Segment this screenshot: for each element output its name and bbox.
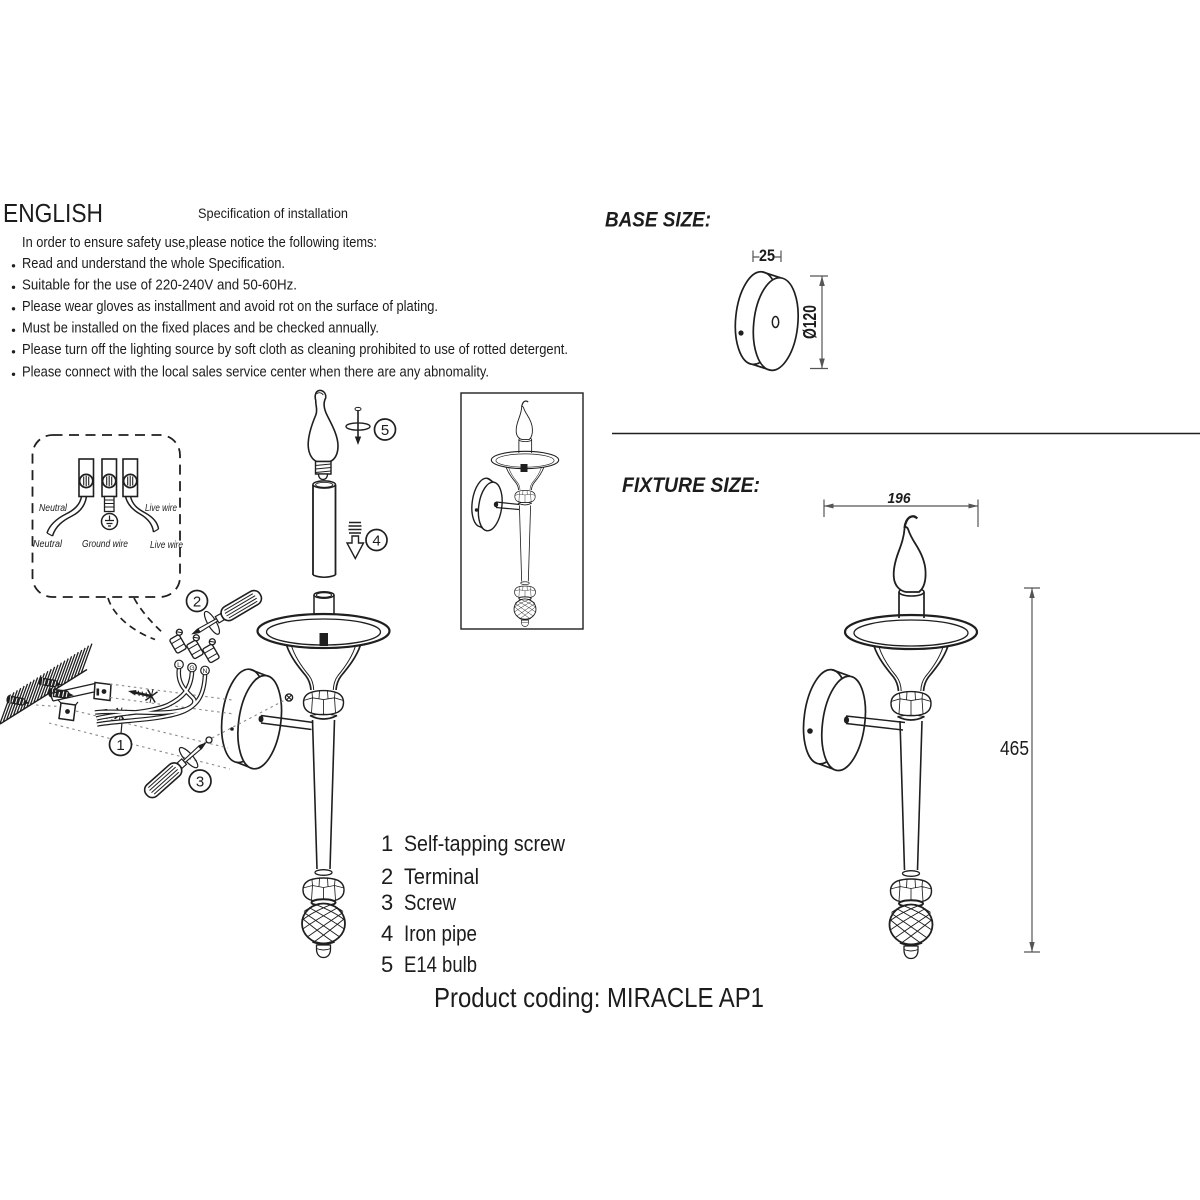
- svg-text:E14 bulb: E14 bulb: [404, 952, 477, 977]
- svg-text:Self-tapping screw: Self-tapping screw: [404, 831, 565, 856]
- svg-text:25: 25: [759, 246, 775, 265]
- svg-text:Terminal: Terminal: [404, 864, 479, 889]
- svg-text:1: 1: [381, 831, 393, 856]
- svg-text:ENGLISH: ENGLISH: [3, 198, 103, 228]
- svg-text:G: G: [189, 665, 194, 672]
- svg-text:1: 1: [116, 737, 124, 754]
- svg-text:Suitable for the use of 220-24: Suitable for the use of 220-240V and 50-…: [22, 277, 297, 294]
- svg-text:465: 465: [1000, 738, 1029, 760]
- svg-text:Please turn off the lighting s: Please turn off the lighting source by s…: [22, 341, 568, 358]
- svg-text:FIXTURE SIZE:: FIXTURE SIZE:: [622, 474, 760, 497]
- svg-text:5: 5: [381, 952, 393, 977]
- svg-text:Screw: Screw: [404, 890, 456, 915]
- svg-text:Please connect with the local: Please connect with the local sales serv…: [22, 364, 489, 381]
- svg-text:Neutral: Neutral: [33, 539, 63, 550]
- svg-text:Live wire: Live wire: [150, 540, 183, 551]
- svg-text:2: 2: [193, 593, 201, 610]
- svg-text:L: L: [177, 662, 181, 669]
- svg-text:2: 2: [381, 864, 393, 889]
- svg-text:Neutral: Neutral: [39, 503, 68, 514]
- svg-text:Ø120: Ø120: [800, 305, 820, 339]
- svg-text:196: 196: [888, 490, 912, 507]
- svg-text:N: N: [203, 668, 208, 675]
- svg-text:Must be installed on the fixed: Must be installed on the fixed places an…: [22, 320, 379, 337]
- svg-text:5: 5: [381, 422, 389, 439]
- svg-text:Please wear gloves as installm: Please wear gloves as installment and av…: [22, 298, 438, 315]
- svg-text:Ground wire: Ground wire: [82, 539, 128, 550]
- svg-text:Product coding: MIRACLE AP1: Product coding: MIRACLE AP1: [434, 982, 764, 1013]
- svg-text:4: 4: [372, 532, 380, 549]
- svg-text:4: 4: [381, 921, 393, 946]
- svg-text:Specification of installation: Specification of installation: [198, 205, 348, 221]
- svg-text:Iron pipe: Iron pipe: [404, 921, 477, 946]
- svg-text:3: 3: [381, 890, 393, 915]
- svg-text:In order to ensure safety use,: In order to ensure safety use,please not…: [22, 234, 377, 251]
- svg-text:BASE SIZE:: BASE SIZE:: [605, 209, 711, 232]
- svg-text:3: 3: [196, 773, 204, 790]
- svg-text:Live wire: Live wire: [145, 503, 177, 514]
- svg-text:Read and understand the whole: Read and understand the whole Specificat…: [22, 255, 285, 272]
